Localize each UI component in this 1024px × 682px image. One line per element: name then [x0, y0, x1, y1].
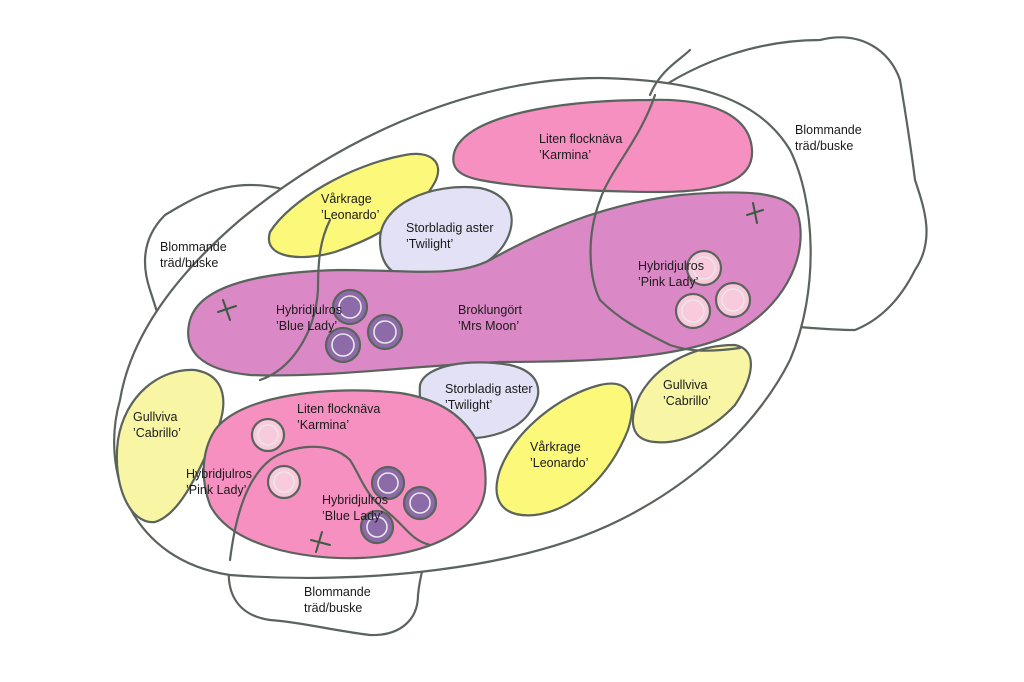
cross-mark-right: [746, 202, 764, 224]
shrub-canopy-edge-left: [258, 218, 332, 382]
julros-pink-right-2: [714, 281, 752, 319]
label-julros-pink-left: Hybridjulros ’Pink Lady’: [186, 467, 255, 497]
label-julros-blue-top: Hybridjulros ’Blue Lady’: [276, 303, 345, 333]
julros-blue-bottom-2-ring: [409, 492, 431, 514]
julros-pink-left-2-ring: [273, 471, 295, 493]
julros-blue-bottom-1: [370, 465, 406, 501]
julros-blue-top-3-ring: [331, 333, 355, 357]
julros-blue-bottom-1-ring: [377, 472, 399, 494]
label-storbladig-aster-top: Storbladig aster ’Twilight’: [406, 221, 497, 251]
julros-blue-top-1-ring: [338, 295, 362, 319]
shrub-label-bottom: Blommande träd/buske: [304, 585, 374, 615]
patch-varkrage-top: [267, 152, 440, 259]
julros-pink-right-3-ring: [681, 299, 705, 323]
shrub-canopy-outline-bottom: [227, 543, 432, 637]
julros-pink-left-1: [250, 417, 286, 453]
label-gullviva-left: Gullviva ’Cabrillo’: [133, 410, 181, 440]
julros-pink-right-3: [674, 292, 712, 330]
julros-blue-top-1: [331, 288, 369, 326]
julros-blue-bottom-2: [402, 485, 438, 521]
julros-blue-bottom-3-ring: [366, 516, 388, 538]
label-liten-flocknava-bottom: Liten flocknäva ’Karmina’: [297, 402, 384, 432]
shrub-label-right: Blommande träd/buske: [795, 123, 865, 153]
patch-varkrage-bottom: [495, 382, 634, 517]
patch-liten-flocknava-top: [452, 98, 754, 194]
cross-mark-left: [217, 299, 237, 321]
julros-blue-bottom-3: [359, 509, 395, 545]
label-varkrage-bottom: Vårkrage ’Leonardo’: [530, 440, 588, 470]
cross-mark-bottom: [310, 531, 331, 553]
julros-pink-left-2: [266, 464, 302, 500]
julros-pink-right-2-ring: [721, 288, 745, 312]
shrub-canopy-edge-bottom: [228, 445, 432, 562]
label-julros-pink-right: Hybridjulros ’Pink Lady’: [638, 259, 707, 289]
julros-blue-top-2: [366, 313, 404, 351]
julros-pink-right-1: [685, 249, 723, 287]
shrub-canopy-edge-right: [589, 48, 742, 352]
label-liten-flocknava-top: Liten flocknäva ’Karmina’: [539, 132, 626, 162]
label-gullviva-right: Gullviva ’Cabrillo’: [663, 378, 711, 408]
julros-pink-left-1-ring: [257, 424, 279, 446]
label-broklungort: Broklungört ’Mrs Moon’: [458, 303, 525, 333]
julros-blue-top-2-ring: [373, 320, 397, 344]
label-storbladig-aster-mid: Storbladig aster ’Twilight’: [445, 382, 536, 412]
julros-blue-top-3: [324, 326, 362, 364]
label-varkrage-top: Vårkrage ’Leonardo’: [321, 192, 379, 222]
julros-pink-right-1-ring: [692, 256, 716, 280]
label-julros-blue-bottom: Hybridjulros ’Blue Lady’: [322, 493, 391, 523]
shrub-label-left: Blommande träd/buske: [160, 240, 230, 270]
